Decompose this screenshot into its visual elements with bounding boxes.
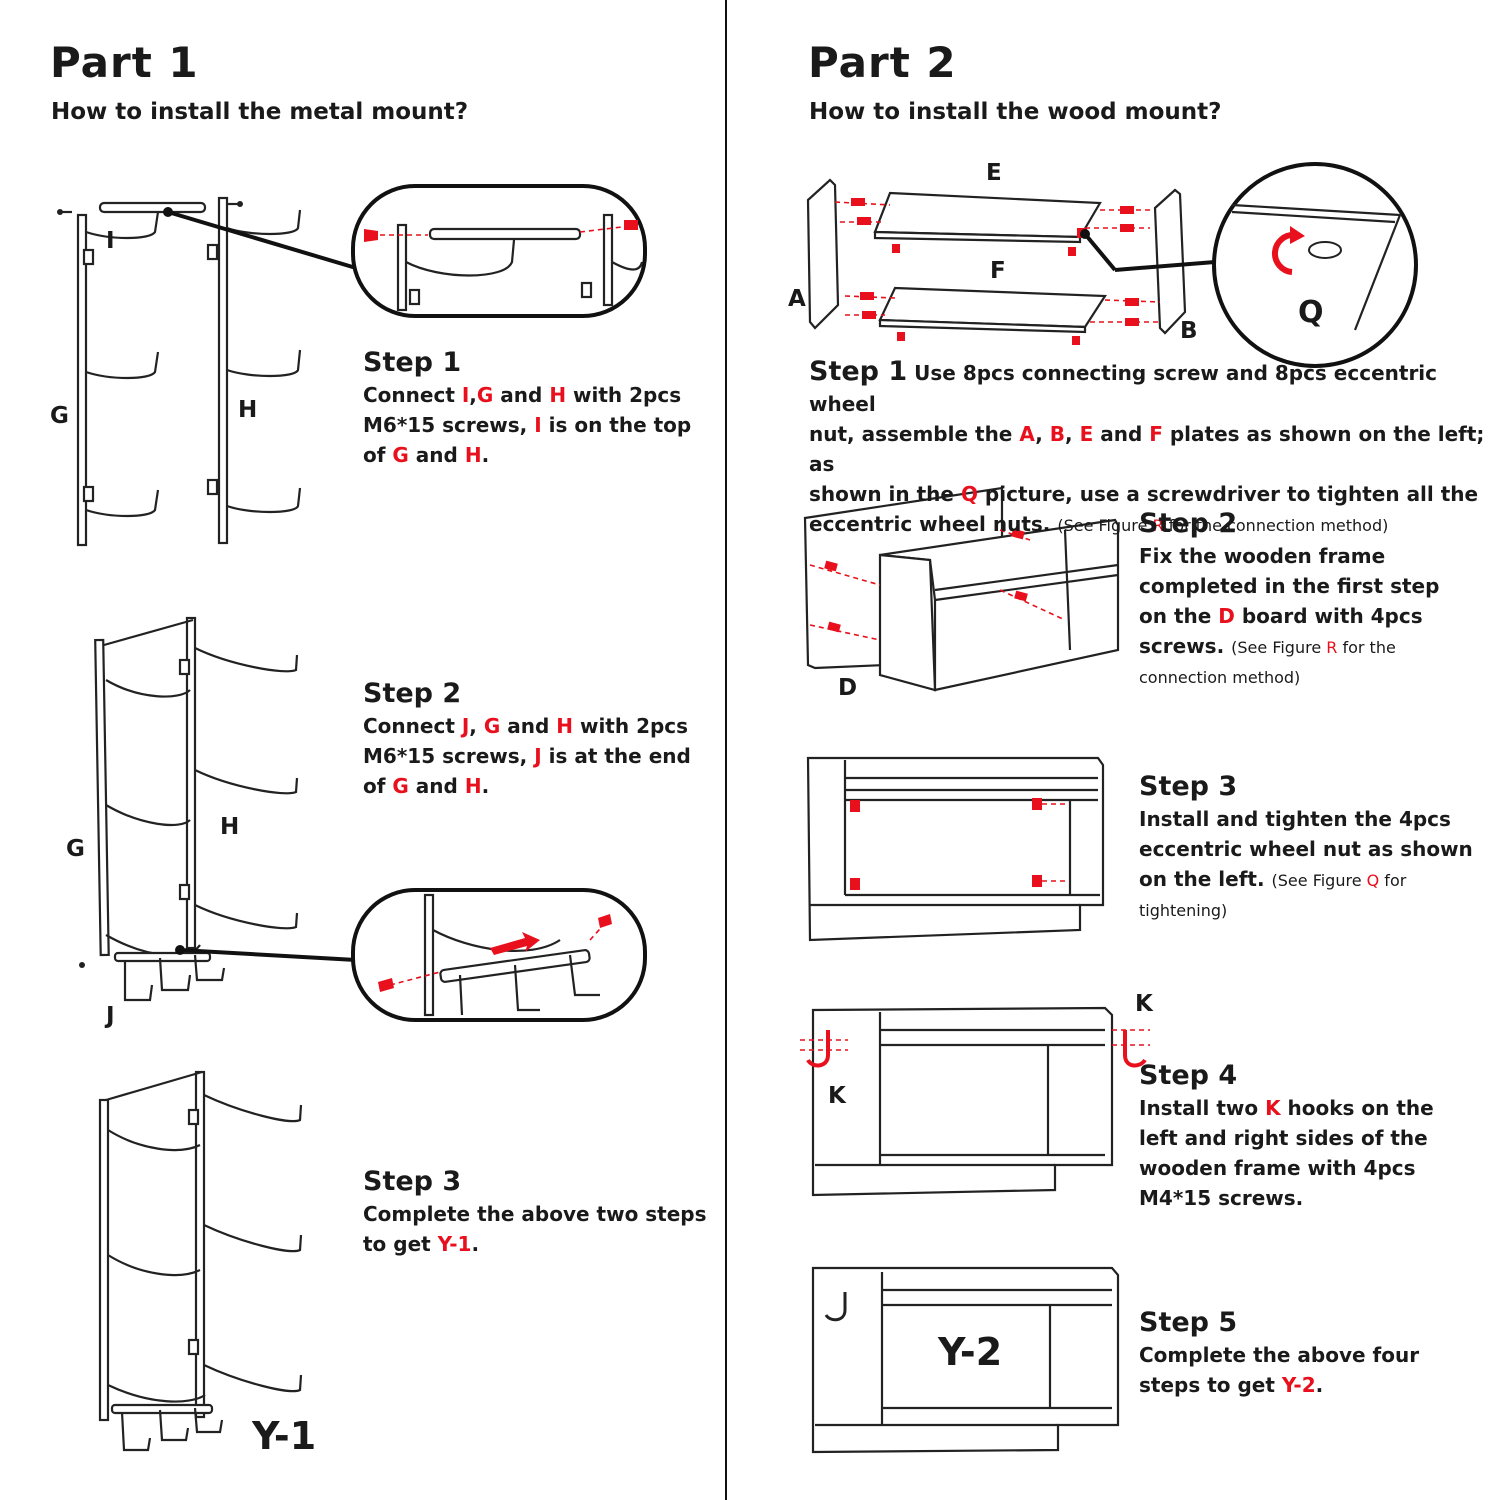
frame-step4: [800, 1006, 1150, 1197]
frame-step3: [806, 756, 1105, 942]
part2-title: Part 2: [808, 38, 957, 87]
label-g-step2: G: [66, 836, 85, 862]
rail-g-step1: [76, 211, 160, 547]
part1-title: Part 1: [50, 38, 199, 87]
step-title: Step 1: [363, 347, 462, 378]
column-divider: [725, 0, 727, 1500]
label-b: B: [1180, 318, 1198, 344]
label-h: H: [238, 397, 258, 423]
step-title: Step 1: [809, 356, 908, 387]
label-f: F: [990, 258, 1006, 284]
part2-step3: Step 3 Install and tighten the 4pcs ecce…: [1139, 771, 1473, 920]
label-a: A: [788, 286, 806, 312]
zoom-bubble-step2: [351, 888, 647, 1022]
label-q: Q: [1298, 295, 1324, 330]
part2-step4: Step 4 Install two K hooks on the left a…: [1139, 1060, 1434, 1210]
step-title: Step 4: [1139, 1060, 1238, 1091]
zoom-bubble-step1: [351, 184, 647, 318]
part2-step2: Step 2 Fix the wooden frame completed in…: [1139, 508, 1440, 687]
rod-i: [98, 201, 207, 214]
label-g: G: [50, 403, 69, 429]
step-title: Step 5: [1139, 1307, 1238, 1338]
assembly-y1: [98, 1070, 303, 1452]
label-h-step2: H: [220, 814, 240, 840]
label-d: D: [838, 675, 858, 701]
step-title: Step 3: [363, 1166, 462, 1197]
part1-step1: Step 1 Connect I,G and H with 2pcs M6*15…: [363, 347, 692, 467]
part1-step3: Step 3 Complete the above two steps to g…: [363, 1166, 707, 1256]
part1-subtitle: How to install the metal mount?: [51, 99, 469, 125]
step-title: Step 2: [363, 678, 462, 709]
part1-step2: Step 2 Connect J, G and H with 2pcs M6*1…: [363, 678, 691, 798]
part2-step5: Step 5 Complete the above four steps to …: [1139, 1307, 1420, 1397]
zoom-circle-q: [1212, 162, 1418, 368]
step-title: Step 2: [1139, 508, 1238, 539]
part2-step1: Step 1 Use 8pcs connecting screw and 8pc…: [809, 356, 1485, 536]
label-k-right: K: [1135, 991, 1153, 1017]
step-title: Step 3: [1139, 771, 1238, 802]
rail-h-step1: [206, 196, 302, 545]
label-j: J: [106, 1003, 115, 1029]
label-k-left: K: [828, 1083, 846, 1109]
label-y1: Y-1: [252, 1414, 317, 1458]
label-y2: Y-2: [938, 1330, 1003, 1374]
label-e: E: [986, 160, 1002, 186]
part2-subtitle: How to install the wood mount?: [809, 99, 1222, 125]
part1-illustrations: [57, 184, 647, 1452]
ladder-step2: [79, 616, 299, 1002]
label-i: I: [106, 228, 115, 254]
